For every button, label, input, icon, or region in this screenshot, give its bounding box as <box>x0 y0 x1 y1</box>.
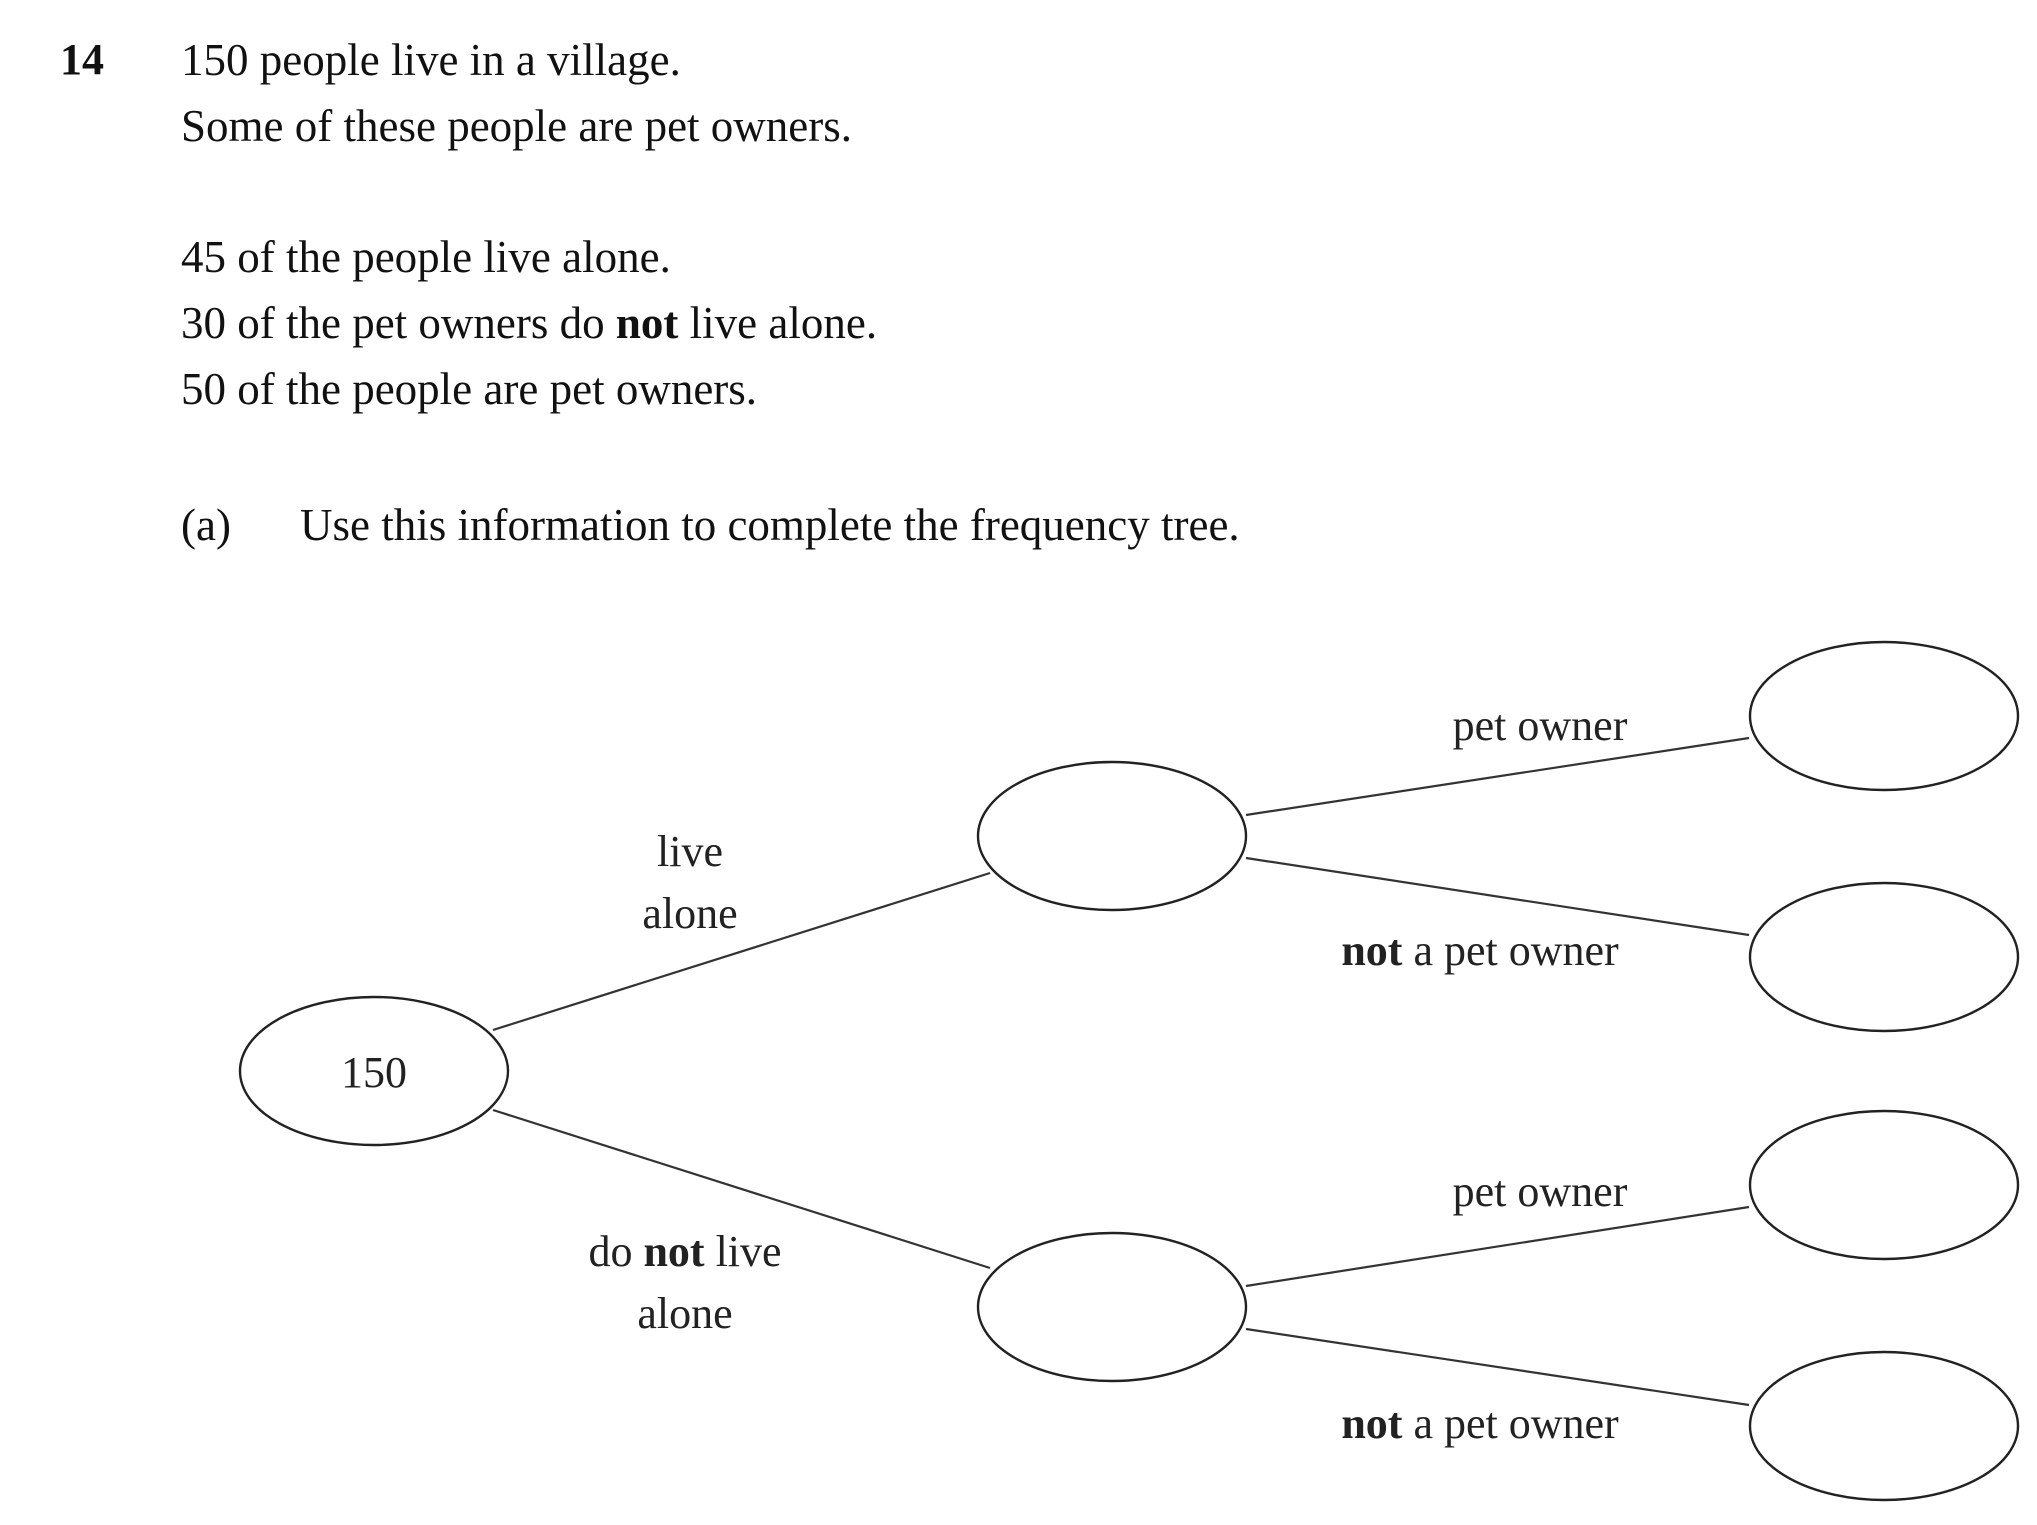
question-line-4-pre: 30 of the pet owners do <box>181 298 616 348</box>
node-not-alone-answer[interactable] <box>976 1231 1248 1383</box>
leaf-label-upper-not-rest: a pet owner <box>1402 926 1619 975</box>
branch-label-live-alone-2: alone <box>642 889 737 938</box>
branch-label-not-alone-2: alone <box>637 1289 732 1338</box>
branch-line-upper-not-pet <box>1245 856 1750 937</box>
leaf-label-lower-not-bold: not <box>1341 1399 1402 1448</box>
part-a-label: (a) <box>181 500 231 550</box>
branch-label-live-alone-1: live <box>657 827 723 876</box>
branch-label-not-alone-pre: do <box>588 1227 643 1276</box>
part-a-instruction: Use this information to complete the fre… <box>300 500 1240 550</box>
root-value: 150 <box>341 1048 407 1097</box>
branch-line-upper-pet <box>1245 736 1750 817</box>
branch-line-lower-pet <box>1245 1205 1750 1288</box>
question-number: 14 <box>60 35 104 84</box>
question-line-1: 150 people live in a village. <box>181 35 681 85</box>
leaf-label-lower-pet: pet owner <box>1453 1167 1628 1216</box>
leaf-not-alone-not-pet-answer[interactable] <box>1748 1350 2020 1502</box>
question-line-4-post: live alone. <box>678 298 878 348</box>
leaf-label-upper-not-pet: not a pet owner <box>1341 926 1619 975</box>
node-live-alone-answer[interactable] <box>976 760 1248 912</box>
leaf-label-lower-not-pet: not a pet owner <box>1341 1399 1619 1448</box>
leaf-alone-pet-answer[interactable] <box>1748 640 2020 792</box>
branch-label-not-alone-post: live <box>705 1227 782 1276</box>
leaf-label-upper-pet: pet owner <box>1453 701 1628 750</box>
root-node <box>238 995 510 1147</box>
leaf-not-alone-pet-answer[interactable] <box>1748 1109 2020 1261</box>
branch-label-not-alone-bold: not <box>643 1227 704 1276</box>
question-line-4-bold: not <box>615 298 679 348</box>
leaf-alone-not-pet-answer[interactable] <box>1748 881 2020 1033</box>
leaf-label-upper-not-bold: not <box>1341 926 1402 975</box>
branch-line-not-alone <box>492 1108 991 1270</box>
question-line-5: 50 of the people are pet owners. <box>181 364 758 414</box>
branch-label-not-alone-1: do not live <box>588 1227 781 1276</box>
branch-line-lower-not-pet <box>1245 1327 1750 1407</box>
branch-line-live-alone <box>492 871 991 1032</box>
leaf-label-lower-not-rest: a pet owner <box>1402 1399 1619 1448</box>
question-line-3: 45 of the people live alone. <box>181 232 671 282</box>
question-line-2: Some of these people are pet owners. <box>181 101 853 151</box>
question-line-4: 30 of the pet owners do not live alone. <box>181 291 877 355</box>
